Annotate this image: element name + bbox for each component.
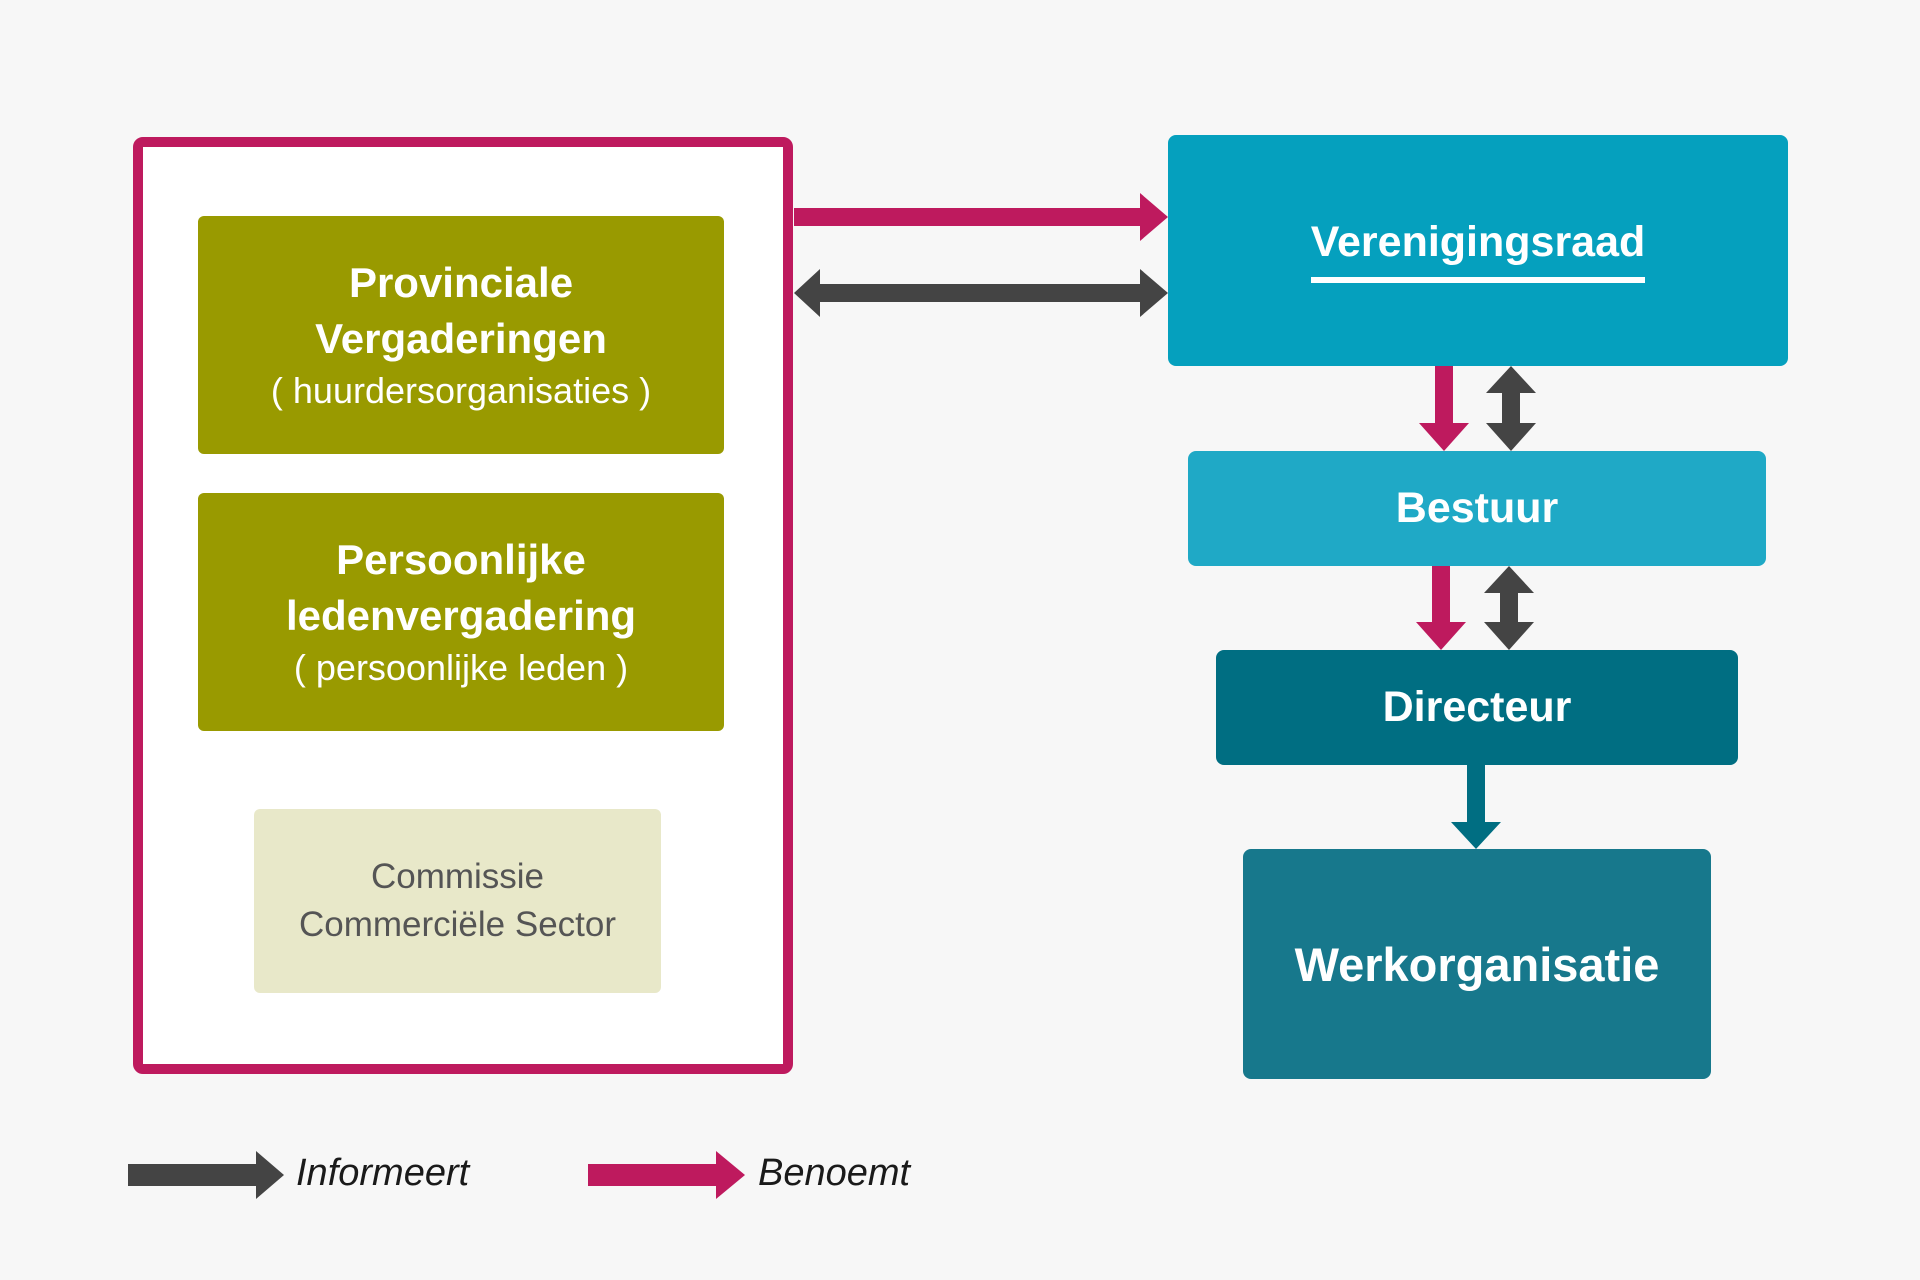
arrow-directeur-to-werkorganisatie (1451, 765, 1501, 849)
persoonlijke-subtitle: ( persoonlijke leden ) (293, 647, 629, 688)
informeert-arrow-bestuur-directeur (1484, 566, 1534, 650)
legend-benoemt-label: Benoemt (758, 1152, 911, 1194)
persoonlijke-ledenvergadering-box: Persoonlijke ledenvergadering ( persoonl… (198, 493, 724, 731)
informeert-arrow-members-verenigingsraad (794, 269, 1168, 317)
commissie-commerciele-sector-box: Commissie Commerciële Sector (254, 809, 661, 993)
persoonlijke-title-line1: Persoonlijke (336, 536, 586, 583)
bestuur-box: Bestuur (1188, 451, 1766, 566)
directeur-box: Directeur (1216, 650, 1738, 765)
werkorganisatie-label: Werkorganisatie (1294, 937, 1660, 991)
verenigingsraad-box: Verenigingsraad (1168, 135, 1788, 366)
provinciale-title-line2: Vergaderingen (315, 315, 607, 362)
provinciale-vergaderingen-box: Provinciale Vergaderingen ( huurdersorga… (198, 216, 724, 454)
provinciale-title-line1: Provinciale (348, 259, 574, 306)
provinciale-subtitle: ( huurdersorganisaties ) (270, 370, 652, 411)
commissie-line1: Commissie (370, 857, 545, 896)
legend-benoemt-arrow (588, 1151, 745, 1199)
werkorganisatie-box: Werkorganisatie (1243, 849, 1711, 1079)
directeur-label: Directeur (1382, 683, 1572, 731)
benoemt-arrow-verenigingsraad-to-bestuur (1419, 366, 1469, 451)
legend-informeert-label: Informeert (296, 1152, 470, 1194)
legend-informeert-arrow (128, 1151, 284, 1199)
verenigingsraad-label: Verenigingsraad (1310, 218, 1646, 283)
persoonlijke-title-line2: ledenvergadering (285, 592, 637, 639)
informeert-arrow-verenigingsraad-bestuur (1486, 366, 1536, 451)
benoemt-arrow-bestuur-to-directeur (1416, 566, 1466, 650)
bestuur-label: Bestuur (1395, 484, 1559, 532)
commissie-line2: Commerciële Sector (298, 905, 617, 944)
benoemt-arrow-members-to-verenigingsraad (794, 193, 1168, 241)
